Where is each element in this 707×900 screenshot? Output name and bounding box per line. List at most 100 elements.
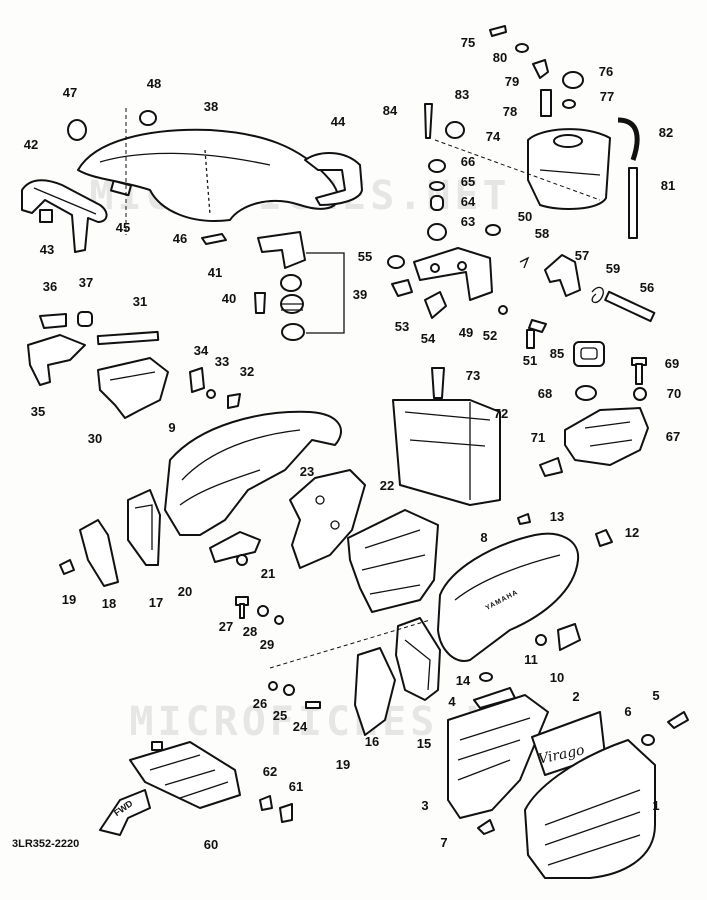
- callout-61: 61: [288, 779, 304, 794]
- callout-21: 21: [260, 566, 276, 581]
- callout-29: 29: [259, 637, 275, 652]
- callout-11: 11: [524, 652, 538, 667]
- callout-44: 44: [330, 114, 346, 129]
- callout-40: 40: [221, 291, 237, 306]
- callout-20: 20: [177, 584, 193, 599]
- callout-25: 25: [272, 708, 288, 723]
- callout-36: 36: [42, 279, 58, 294]
- callout-13: 13: [549, 509, 565, 524]
- part-grommet-85: [573, 341, 605, 367]
- callout-82: 82: [658, 125, 674, 140]
- part-grille-3: [447, 687, 549, 819]
- callout-10: 10: [549, 670, 565, 685]
- callout-56: 56: [639, 280, 655, 295]
- part-panel-22: [347, 509, 439, 613]
- callout-9: 9: [168, 420, 176, 435]
- callout-35: 35: [30, 404, 46, 419]
- part-bracket-23: [289, 469, 366, 569]
- part-clip-43: [39, 209, 53, 223]
- part-fuel-tank-74: [527, 128, 611, 210]
- callout-79: 79: [504, 74, 520, 89]
- callout-67: 67: [665, 429, 681, 444]
- part-hose-82-81: [617, 117, 640, 239]
- callout-19: 19: [61, 592, 77, 607]
- fwd-arrow: [99, 789, 151, 836]
- callout-85: 85: [549, 346, 565, 361]
- callout-50: 50: [517, 209, 533, 224]
- part-cover-30: [97, 357, 169, 419]
- part-grommet-48: [139, 110, 157, 126]
- callout-46: 46: [172, 231, 188, 246]
- callout-83: 83: [454, 87, 470, 102]
- callout-80: 80: [492, 50, 508, 65]
- callout-84: 84: [382, 103, 398, 118]
- part-bracket-60: [129, 741, 293, 823]
- part-battery-box-72: [392, 367, 501, 506]
- callout-27: 27: [218, 619, 234, 634]
- part-small-10-14: [479, 513, 613, 682]
- callout-39: 39: [352, 287, 368, 302]
- callout-58: 58: [534, 226, 550, 241]
- part-bushings-63-66: [427, 159, 447, 241]
- callout-34: 34: [193, 343, 209, 358]
- part-handle-42: [21, 179, 108, 253]
- part-screws-5-7: [477, 711, 689, 835]
- callout-57: 57: [574, 248, 590, 263]
- callout-17: 17: [148, 595, 164, 610]
- callout-4: 4: [448, 694, 456, 709]
- callout-19b: 19: [335, 757, 351, 772]
- callout-78: 78: [502, 104, 518, 119]
- callout-41: 41: [207, 265, 223, 280]
- callout-28: 28: [242, 624, 258, 639]
- callout-70: 70: [666, 386, 682, 401]
- callout-76: 76: [598, 64, 614, 79]
- part-pad-45: [110, 179, 132, 197]
- part-lever-57: [519, 254, 656, 323]
- part-plate-41: [201, 233, 227, 245]
- callout-7: 7: [440, 835, 448, 850]
- callout-38: 38: [203, 99, 219, 114]
- callout-55: 55: [357, 249, 373, 264]
- callout-43: 43: [39, 242, 55, 257]
- part-cover-17-18: [59, 489, 161, 587]
- callout-49: 49: [458, 325, 474, 340]
- part-side-panel-1: [524, 739, 656, 879]
- callout-72: 72: [493, 406, 509, 421]
- callout-23: 23: [299, 464, 315, 479]
- callout-15: 15: [416, 736, 432, 751]
- part-covers-15-16: [354, 617, 441, 736]
- callout-31: 31: [132, 294, 148, 309]
- callout-75: 75: [460, 35, 476, 50]
- callout-74: 74: [485, 129, 501, 144]
- callout-81: 81: [660, 178, 676, 193]
- part-bracket-39-assembly: [257, 231, 345, 341]
- callout-62: 62: [262, 764, 278, 779]
- callout-53: 53: [394, 319, 410, 334]
- callout-30: 30: [87, 431, 103, 446]
- callout-33: 33: [214, 354, 230, 369]
- callout-69: 69: [664, 356, 680, 371]
- callout-24: 24: [292, 719, 308, 734]
- part-bolt-51: [526, 319, 547, 349]
- callout-47: 47: [62, 85, 78, 100]
- part-nut-70: [633, 387, 647, 401]
- part-bracket-49: [387, 224, 508, 319]
- part-small-32-34: [189, 367, 241, 409]
- part-small-round-47: [67, 119, 87, 141]
- callout-64: 64: [460, 194, 476, 209]
- callout-22: 22: [379, 478, 395, 493]
- callout-1: 1: [652, 798, 660, 813]
- callout-54: 54: [420, 331, 436, 346]
- part-bolt-69: [631, 357, 647, 385]
- callout-3: 3: [421, 798, 429, 813]
- callout-16: 16: [364, 734, 380, 749]
- part-bracket-67: [539, 407, 649, 477]
- callout-51: 51: [522, 353, 538, 368]
- callout-65: 65: [460, 174, 476, 189]
- part-bolt-40: [254, 292, 266, 314]
- part-fasteners-24-29: [235, 596, 321, 709]
- part-handle-44: [304, 152, 363, 206]
- part-small-parts-75-80: [424, 25, 584, 139]
- callout-14: 14: [455, 673, 471, 688]
